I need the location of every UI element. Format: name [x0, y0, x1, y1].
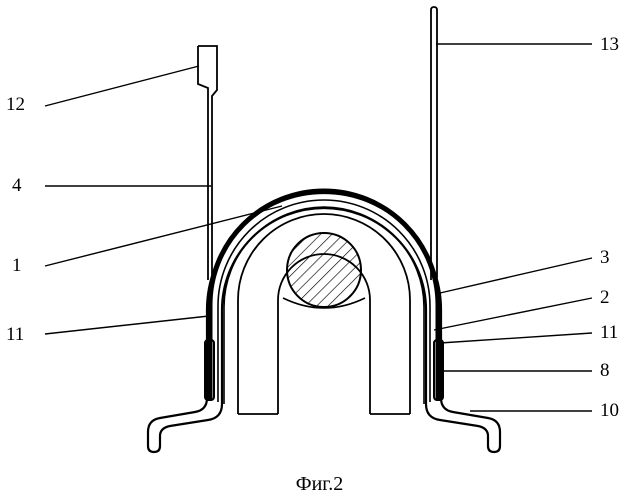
label-8: 8	[600, 361, 610, 380]
leader-2	[434, 298, 592, 330]
label-13: 13	[600, 35, 619, 54]
side-pads	[205, 318, 443, 400]
base-flange	[148, 193, 500, 452]
label-12: 12	[6, 95, 25, 114]
leader-11-right	[440, 333, 592, 343]
label-2: 2	[600, 288, 610, 307]
figure-caption: Фиг.2	[0, 474, 639, 494]
leader-lines	[45, 44, 592, 411]
leader-11-left	[45, 316, 209, 334]
label-1: 1	[12, 256, 22, 275]
label-3: 3	[600, 248, 610, 267]
leader-1	[45, 206, 282, 266]
label-11-right: 11	[600, 323, 618, 342]
right-rod	[431, 7, 437, 280]
rod-section	[283, 233, 365, 308]
left-strip	[198, 46, 217, 280]
label-11-left: 11	[6, 325, 24, 344]
leader-3	[440, 258, 592, 293]
leader-12	[45, 66, 199, 106]
label-4: 4	[12, 176, 22, 195]
label-10: 10	[600, 401, 619, 420]
